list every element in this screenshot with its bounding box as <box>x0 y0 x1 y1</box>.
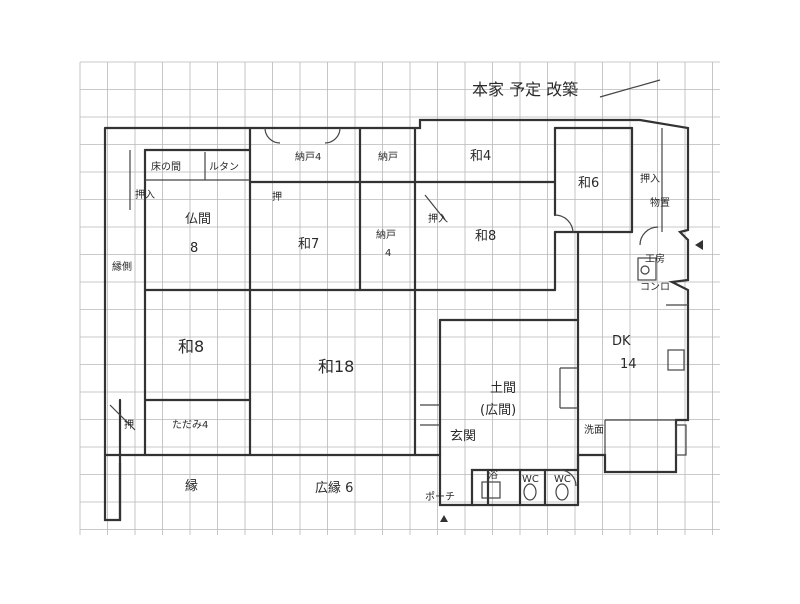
room-engawa-bottom: 縁 <box>185 478 198 494</box>
room-furo: 浴 <box>488 469 498 481</box>
room-nando4: 納戸 <box>376 228 396 241</box>
room-tansu: ルタン <box>209 161 239 173</box>
room-labels: 仏間 8 床の間 ルタン 押入 押 納戸4 納戸 和7 納戸 4 和4 押入 和… <box>112 149 670 503</box>
room-oshi: 押 <box>272 190 282 203</box>
room-nando4-size: 4 <box>385 248 391 259</box>
room-washitsu7: 和7 <box>298 237 319 252</box>
room-doma: 土間 <box>490 381 516 396</box>
room-engawa: 縁側 <box>112 260 132 273</box>
sink-fixture <box>667 349 685 371</box>
grid <box>79 61 720 535</box>
room-washitsu8b: 和8 <box>178 337 204 356</box>
room-oshiire-right: 押入 <box>640 172 660 185</box>
toilet-1-fixture <box>523 483 537 501</box>
room-senmen: 洗面 <box>584 424 604 436</box>
room-genkan: 玄関 <box>450 429 476 444</box>
stove-fixture <box>637 257 657 281</box>
room-dk-size: 14 <box>620 357 637 372</box>
room-kou: 工房 <box>645 252 665 265</box>
room-wc1: WC <box>522 474 539 485</box>
fridge-fixture <box>675 424 687 456</box>
entrance-arrow <box>440 515 448 522</box>
fixtures <box>440 240 703 522</box>
side-entry-arrow <box>695 240 703 250</box>
room-tokonoma: 床の間 <box>151 160 181 173</box>
room-monooki: 物置 <box>650 196 670 209</box>
room-naka: 納戸4 <box>295 150 321 163</box>
room-naka2: 納戸 <box>378 150 398 163</box>
room-washitsu6: 和6 <box>578 176 599 191</box>
room-wc2: WC <box>554 474 571 485</box>
room-washitsu4: 和4 <box>470 149 491 164</box>
bathtub-fixture <box>481 481 501 499</box>
title-underline <box>599 79 661 98</box>
toilet-2-fixture <box>555 483 569 501</box>
plan-title: 本家 予定 改築 <box>472 80 578 99</box>
door-swings <box>109 127 659 487</box>
room-doma-sub: (広間) <box>480 403 516 418</box>
room-hiroma-shitsu: ただみ4 <box>172 419 208 431</box>
room-butsuma: 仏間 <box>185 212 211 227</box>
room-kitchen-mark: コンロ <box>640 282 670 293</box>
room-ozashiki: 広縁 6 <box>315 480 353 496</box>
room-butsuma-size: 8 <box>190 241 198 256</box>
room-washitsu18: 和18 <box>318 357 354 376</box>
room-dk: DK <box>612 334 631 349</box>
room-porch: ポーチ <box>425 491 455 503</box>
room-oshiire-left: 押入 <box>135 188 155 201</box>
interior-walls <box>118 126 688 507</box>
room-washitsu8: 和8 <box>475 229 496 244</box>
room-oshi3: 押 <box>124 418 134 431</box>
room-oshi2: 押入 <box>428 212 448 225</box>
